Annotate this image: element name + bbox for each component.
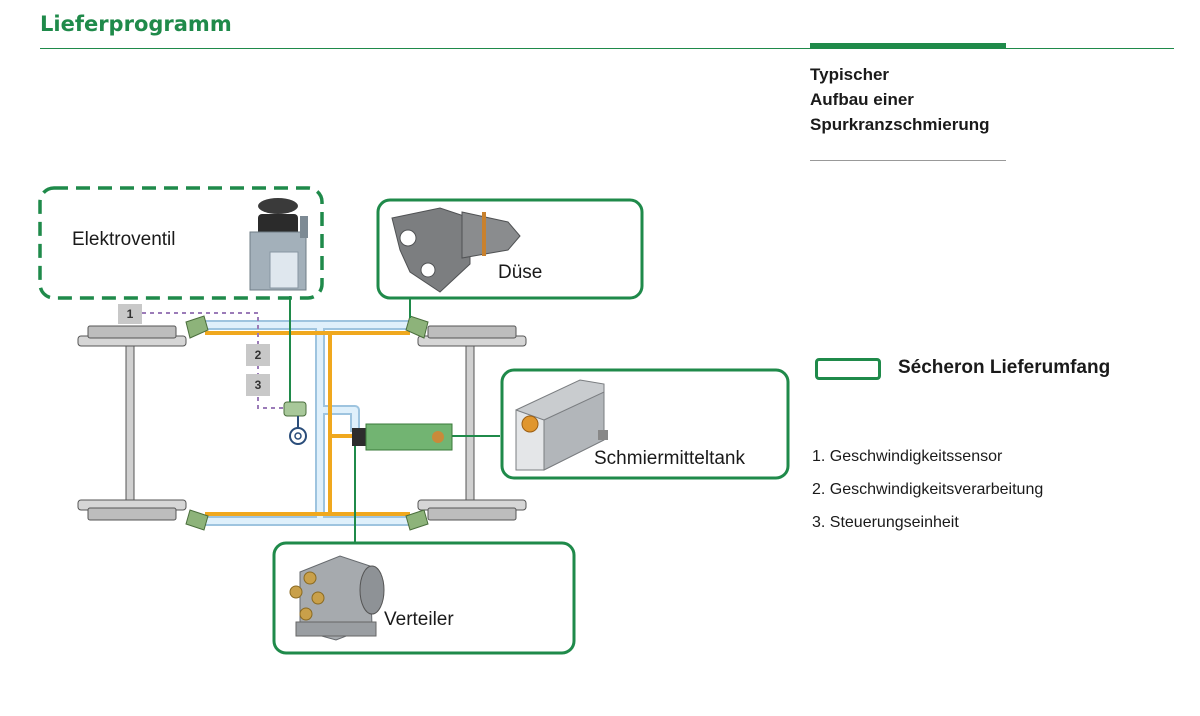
wiring (289, 296, 500, 545)
subtitle: Typischer Aufbau einer Spurkranzschmieru… (810, 62, 1070, 137)
subtitle-line-3: Spurkranzschmierung (810, 115, 990, 134)
nozzle-icons (185, 315, 429, 531)
axle-right (417, 325, 527, 521)
title-rule (40, 48, 1174, 49)
svg-text:3: 3 (255, 378, 262, 392)
duese-image (391, 207, 521, 293)
page-title: Lieferprogramm (40, 12, 232, 36)
svg-text:1: 1 (127, 307, 134, 321)
schmiermitteltank-label: Schmiermitteltank (594, 448, 745, 469)
tank-on-chassis-icon (352, 423, 453, 451)
air-pipes-inner (205, 322, 410, 524)
svg-text:2: 2 (255, 348, 262, 362)
subtitle-line-2: Aufbau einer (810, 90, 914, 109)
list-item: 3. Steuerungseinheit (812, 514, 959, 531)
subtitle-rule (810, 160, 1006, 161)
list-item: 1. Geschwindigkeitssensor (812, 448, 1003, 465)
air-pipes (205, 320, 410, 526)
marker-1: 1 (118, 304, 142, 324)
list-item: 2. Geschwindigkeitsverarbeitung (812, 481, 1044, 498)
marker-2: 2 (246, 344, 270, 366)
legend-swatch (815, 358, 881, 380)
accent-bar (810, 43, 1006, 49)
component-list: 1. Geschwindigkeitssensor 2. Geschwindig… (812, 440, 1043, 539)
elektroventil-label: Elektroventil (72, 229, 176, 250)
schmiermitteltank-image (515, 379, 608, 471)
marker-3: 3 (246, 374, 270, 396)
valve-unit-icon (283, 401, 307, 445)
verteiler-label: Verteiler (384, 609, 454, 630)
legend-label: Sécheron Lieferumfang (898, 357, 1111, 378)
elektroventil-image (249, 198, 308, 291)
verteiler-image (289, 555, 385, 641)
axle-left (77, 325, 187, 521)
elektroventil-box (38, 186, 324, 300)
duese-label: Düse (498, 262, 542, 283)
subtitle-line-1: Typischer (810, 65, 890, 84)
grease-pipes (205, 331, 410, 516)
